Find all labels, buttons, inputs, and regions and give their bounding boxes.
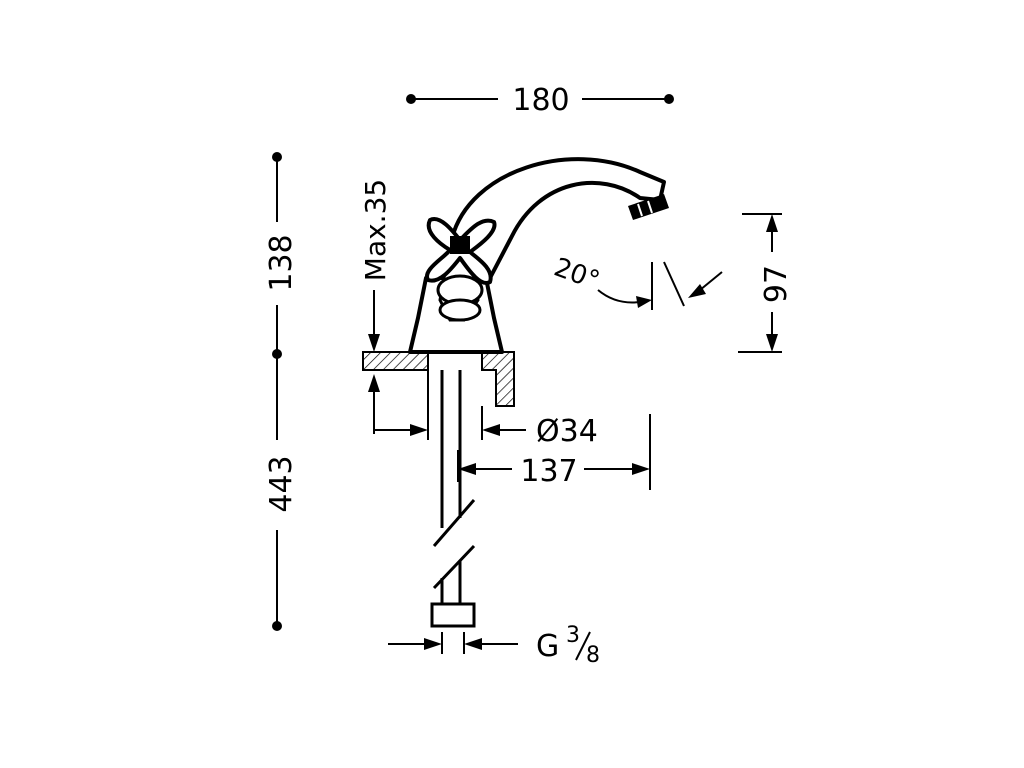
connection-nut xyxy=(430,602,476,628)
countertop-section xyxy=(362,351,515,407)
dimension-height-left: 138 443 xyxy=(264,152,299,631)
dimension-thread: G 3 8 xyxy=(388,623,600,668)
dimension-label-diameter: Ø34 xyxy=(536,414,598,449)
dimension-angle-20: 20° xyxy=(550,253,723,310)
supply-pipe xyxy=(430,370,476,628)
dimension-max-deck: Max.35 xyxy=(359,179,392,434)
thread-label-prefix: G xyxy=(536,629,559,664)
dimension-label-angle: 20° xyxy=(550,253,604,297)
dimension-label-max35: Max.35 xyxy=(359,179,392,281)
cross-handle xyxy=(425,217,497,285)
dimension-spout-height-97: 97 xyxy=(738,213,794,353)
thread-label-denominator: 8 xyxy=(586,643,600,668)
dimension-width-180: 180 xyxy=(406,83,674,118)
thread-label-numerator: 3 xyxy=(566,623,580,648)
dimension-reach-137: 137 xyxy=(457,414,651,490)
dimension-label-138: 138 xyxy=(264,234,299,291)
dimension-label-137: 137 xyxy=(520,454,577,489)
aerator xyxy=(628,194,669,220)
dimension-label-180: 180 xyxy=(512,83,569,118)
dimension-hole-diameter: Ø34 xyxy=(374,370,598,449)
dimension-label-97: 97 xyxy=(759,265,794,303)
dimension-label-443: 443 xyxy=(264,455,299,512)
